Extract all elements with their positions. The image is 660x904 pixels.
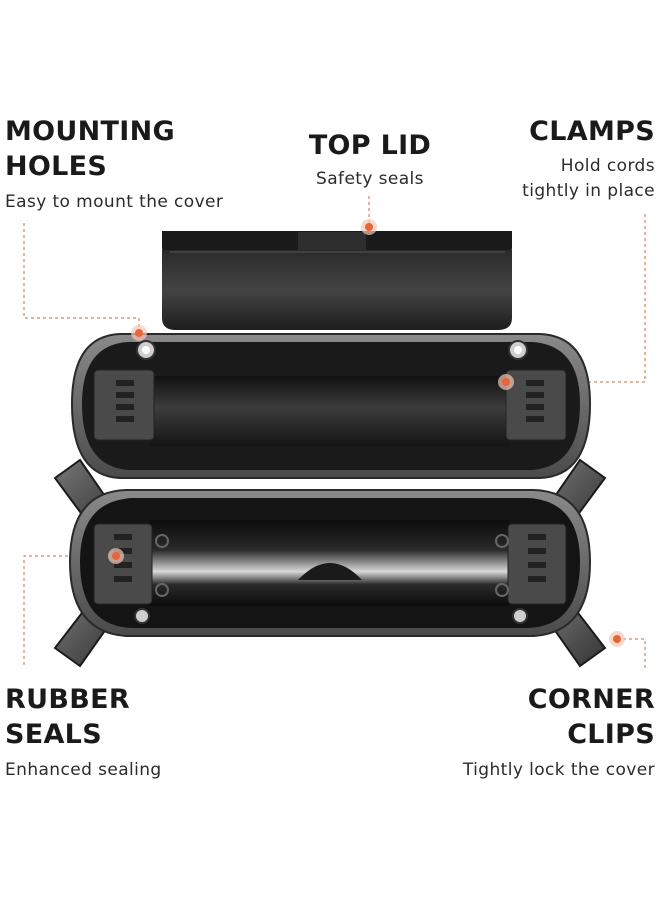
clamps-title: CLAMPS: [529, 116, 655, 147]
corner-clips-subtitle: Tightly lock the cover: [462, 760, 655, 780]
corner-clips-dot: [613, 635, 621, 643]
top-lid-subtitle: Safety seals: [316, 169, 424, 189]
rubber-seals-subtitle: Enhanced sealing: [5, 760, 162, 780]
callout-dots: [108, 219, 625, 647]
cable-port: [298, 563, 362, 580]
top-lid-title: TOP LID: [308, 130, 432, 161]
top-lid-dot: [365, 223, 373, 231]
upper-housing: [70, 333, 592, 479]
rubber-seals-title: RUBBER SEALS: [5, 684, 130, 750]
corner-clips-title: CORNER CLIPS: [527, 684, 655, 750]
mounting-holes-subtitle: Easy to mount the cover: [5, 192, 224, 212]
mounting-holes-leader: [23, 223, 140, 333]
mounting-holes-dot: [135, 329, 143, 337]
clamps-dot: [502, 378, 510, 386]
mounting-holes-title: MOUNTING HOLES: [5, 116, 175, 182]
lower-housing: [68, 489, 592, 637]
rubber-seals-dot: [112, 552, 120, 560]
top-lid: [162, 231, 512, 330]
clamps-subtitle: Hold cords tightly in place: [522, 156, 655, 201]
